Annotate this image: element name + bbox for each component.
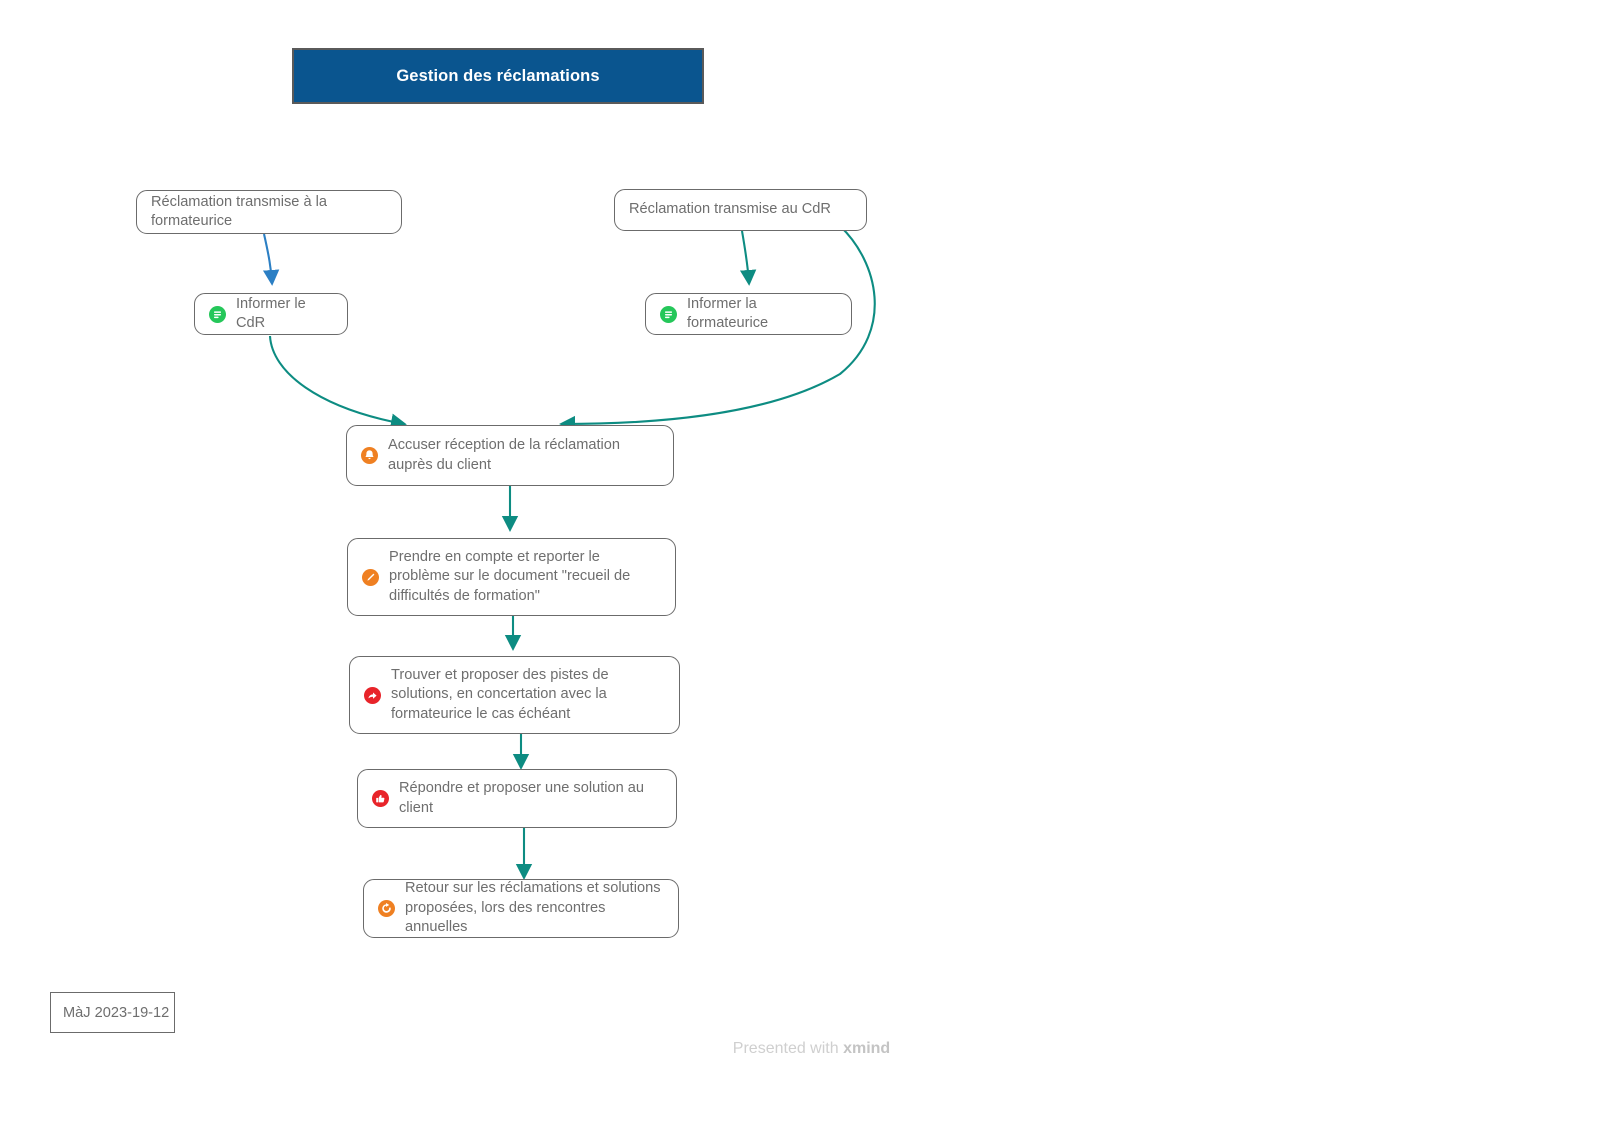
- watermark-brand: xmind: [843, 1040, 891, 1057]
- pencil-orange-icon: [362, 568, 379, 586]
- update-date-label: MàJ 2023-19-12: [63, 1004, 170, 1021]
- refresh-orange-icon: [378, 900, 395, 917]
- node-label: Accuser réception de la réclamation aupr…: [388, 437, 620, 473]
- arrow-red-icon: [364, 686, 381, 704]
- node-label: Informer la formateurice: [687, 295, 769, 332]
- watermark-prefix: Presented with: [732, 1040, 844, 1057]
- node-prendre-en-compte[interactable]: Prendre en compte et reporter le problèm…: [347, 538, 676, 616]
- xmind-watermark: Presented with xmind: [0, 1040, 1623, 1058]
- node-accuser-reception[interactable]: Accuser réception de la réclamation aupr…: [346, 425, 674, 486]
- note-green-icon: [209, 305, 226, 323]
- node-repondre-client[interactable]: Répondre et proposer une solution au cli…: [357, 769, 677, 828]
- node-label: Informer le CdR: [236, 295, 306, 332]
- node-informer-cdr[interactable]: Informer le CdR: [194, 293, 348, 335]
- node-reclamation-formateurice[interactable]: Réclamation transmise à la formateurice: [136, 190, 402, 234]
- node-label: Retour sur les réclamations et solutions…: [405, 880, 661, 936]
- node-retour-reclamations[interactable]: Retour sur les réclamations et solutions…: [363, 879, 679, 938]
- node-reclamation-cdr[interactable]: Réclamation transmise au CdR: [614, 189, 867, 231]
- node-trouver-solutions[interactable]: Trouver et proposer des pistes de soluti…: [349, 656, 680, 734]
- node-label: Réclamation transmise au CdR: [629, 201, 831, 218]
- edge-reclamation-formateurice-to-informer-cdr: [262, 233, 280, 286]
- update-date-box: MàJ 2023-19-12: [50, 992, 175, 1033]
- thumbup-red-icon: [372, 790, 389, 807]
- diagram-title: Gestion des réclamations: [292, 48, 704, 104]
- page-title: Gestion des réclamations: [396, 66, 600, 85]
- node-label: Trouver et proposer des pistes de soluti…: [391, 666, 609, 722]
- bell-orange-icon: [361, 447, 378, 464]
- edge-reclamation-cdr-to-informer-formateurice: [739, 230, 757, 286]
- node-label: Réclamation transmise à la formateurice: [151, 193, 328, 230]
- edge-informer-cdr-to-accuser-reception: [268, 335, 407, 430]
- node-label: Prendre en compte et reporter le problèm…: [389, 548, 631, 604]
- note-green-icon: [660, 305, 677, 323]
- node-label: Répondre et proposer une solution au cli…: [399, 780, 645, 816]
- node-informer-formateurice[interactable]: Informer la formateurice: [645, 293, 852, 335]
